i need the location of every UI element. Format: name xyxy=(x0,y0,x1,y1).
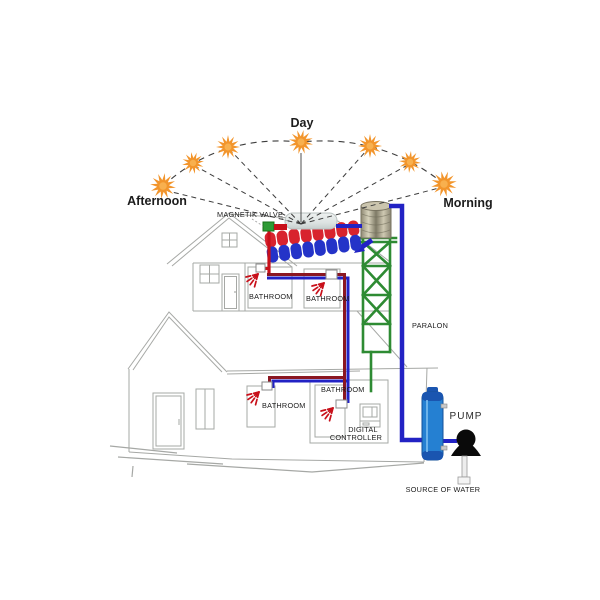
morning-label: Morning xyxy=(443,196,492,210)
paralon-pipe xyxy=(389,203,424,443)
sun-icon xyxy=(398,150,422,174)
solar-collector-panel xyxy=(264,220,362,263)
sun-icon xyxy=(216,135,240,159)
afternoon-label: Afternoon xyxy=(127,194,187,208)
pump-label: PUMP xyxy=(450,411,483,422)
paralon-label: PARALON xyxy=(412,321,448,330)
bathroom-upper-right-label: BATHROOM xyxy=(306,294,350,303)
digital-controller-label-line1: DIGITAL xyxy=(348,425,378,434)
ground-lines xyxy=(109,445,425,478)
water-filter xyxy=(421,387,448,461)
bathroom-ground-right-label: BATHROOM xyxy=(321,385,365,394)
sun-positions xyxy=(148,127,461,201)
hot-cold-pipe-run xyxy=(267,273,350,403)
bathroom-ground-right-room xyxy=(314,384,346,438)
source-of-water-label: SOURCE OF WATER xyxy=(406,485,481,494)
sun-icon xyxy=(286,127,316,157)
storage-tank xyxy=(360,201,392,239)
shower-spray-icon-ground-left xyxy=(246,391,260,406)
front-door xyxy=(152,392,185,450)
magnetic-valve-icon xyxy=(251,215,290,232)
source-of-water-pipe xyxy=(461,455,468,478)
pump-icon xyxy=(451,429,481,485)
sun-icon xyxy=(178,148,208,178)
digital-controller-label-line2: CONTROLLER xyxy=(330,433,382,442)
bathroom-ground-left-label: BATHROOM xyxy=(262,401,306,410)
upper-door xyxy=(221,273,240,312)
magnetic-valve-label: MAGNETIK VALVE xyxy=(217,210,283,219)
shower-fittings xyxy=(255,263,348,409)
shower-spray-icon-ground-right xyxy=(320,407,334,422)
sun-icon xyxy=(353,129,387,163)
bathroom-upper-right-room xyxy=(303,268,341,309)
bathroom-upper-left-label: BATHROOM xyxy=(249,292,293,301)
digital-controller-icon xyxy=(359,403,381,428)
tank-stand-truss xyxy=(355,236,398,393)
day-label: Day xyxy=(291,116,314,130)
cold-water-pipes xyxy=(336,203,457,443)
bathroom-ground-left-room xyxy=(246,385,276,428)
